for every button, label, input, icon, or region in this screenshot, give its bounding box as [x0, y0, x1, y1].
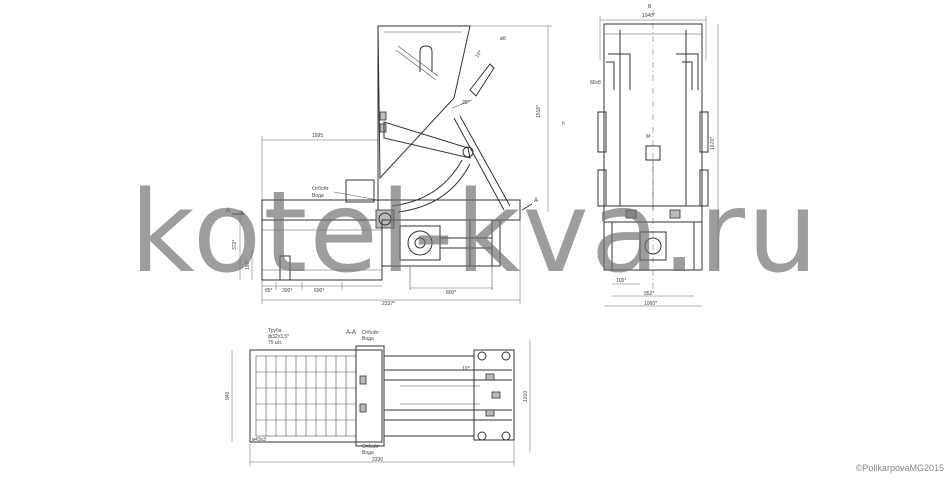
- side-left-height: 372*: [232, 240, 238, 250]
- side-base-seg-3: 600*: [314, 288, 324, 294]
- copyright: ©PolikarpovaMG2015: [855, 463, 944, 473]
- end-view: В 1040* 1676* 80x8 М 100* 952* 1060*: [590, 4, 719, 307]
- top-section: А-А: [346, 330, 356, 336]
- side-height-marker: h: [562, 121, 565, 127]
- top-corner: ø43x3: [252, 437, 266, 443]
- side-view: 2337* 1995 1516* h 372* 196* А А: [226, 25, 565, 307]
- side-base-seg-1: 85*: [265, 288, 273, 294]
- side-hopper-height: 1516*: [536, 105, 542, 118]
- end-base-inner: 100*: [616, 278, 626, 284]
- side-right-note: ø8: [500, 36, 506, 42]
- end-mid-marker: М: [646, 134, 650, 140]
- side-drive-width: 800*: [446, 290, 456, 296]
- top-overall-length: 2330: [372, 457, 383, 463]
- top-inner-note: 10*: [462, 366, 470, 372]
- end-base-total: 1060*: [644, 301, 657, 307]
- top-note-bottom-2: Вода: [362, 450, 374, 456]
- end-bracket: 80x8: [590, 80, 601, 86]
- end-top-width: 1040*: [642, 13, 655, 19]
- side-note-line1: Отбойт: [312, 185, 330, 192]
- end-base-mid: 952*: [644, 291, 654, 297]
- side-lever-angle: 10*: [475, 49, 484, 59]
- top-pipe-line2: ф32х3,5*: [268, 334, 289, 340]
- top-pipe-line1: Труба: [268, 328, 282, 334]
- top-pipe-line3: 75 шт.: [268, 340, 282, 346]
- side-note-line2: Вода: [312, 193, 324, 199]
- top-right-height: 1010: [523, 391, 529, 402]
- side-section-right: А: [534, 198, 538, 204]
- side-arm-angle: 25*: [462, 100, 470, 106]
- top-note-top-2: Вода: [362, 336, 374, 342]
- pipe-grid: [256, 356, 356, 436]
- top-note-bottom-1: Отбойт: [362, 443, 380, 450]
- side-total-length: 2337*: [382, 301, 395, 307]
- side-left-small: 196*: [245, 260, 251, 270]
- top-note-top-1: Отбойт: [362, 329, 380, 336]
- side-section-left: А: [226, 208, 230, 214]
- side-upper-length: 1995: [312, 133, 323, 139]
- end-overall-height: 1676*: [710, 137, 716, 150]
- end-top-label: В: [648, 4, 652, 10]
- top-left-height: 940: [225, 391, 231, 400]
- side-base-seg-2: 300*: [282, 288, 292, 294]
- top-view: 2330 940 1010 ø43x3 10* Труба ф32х3,5* 7…: [225, 328, 531, 466]
